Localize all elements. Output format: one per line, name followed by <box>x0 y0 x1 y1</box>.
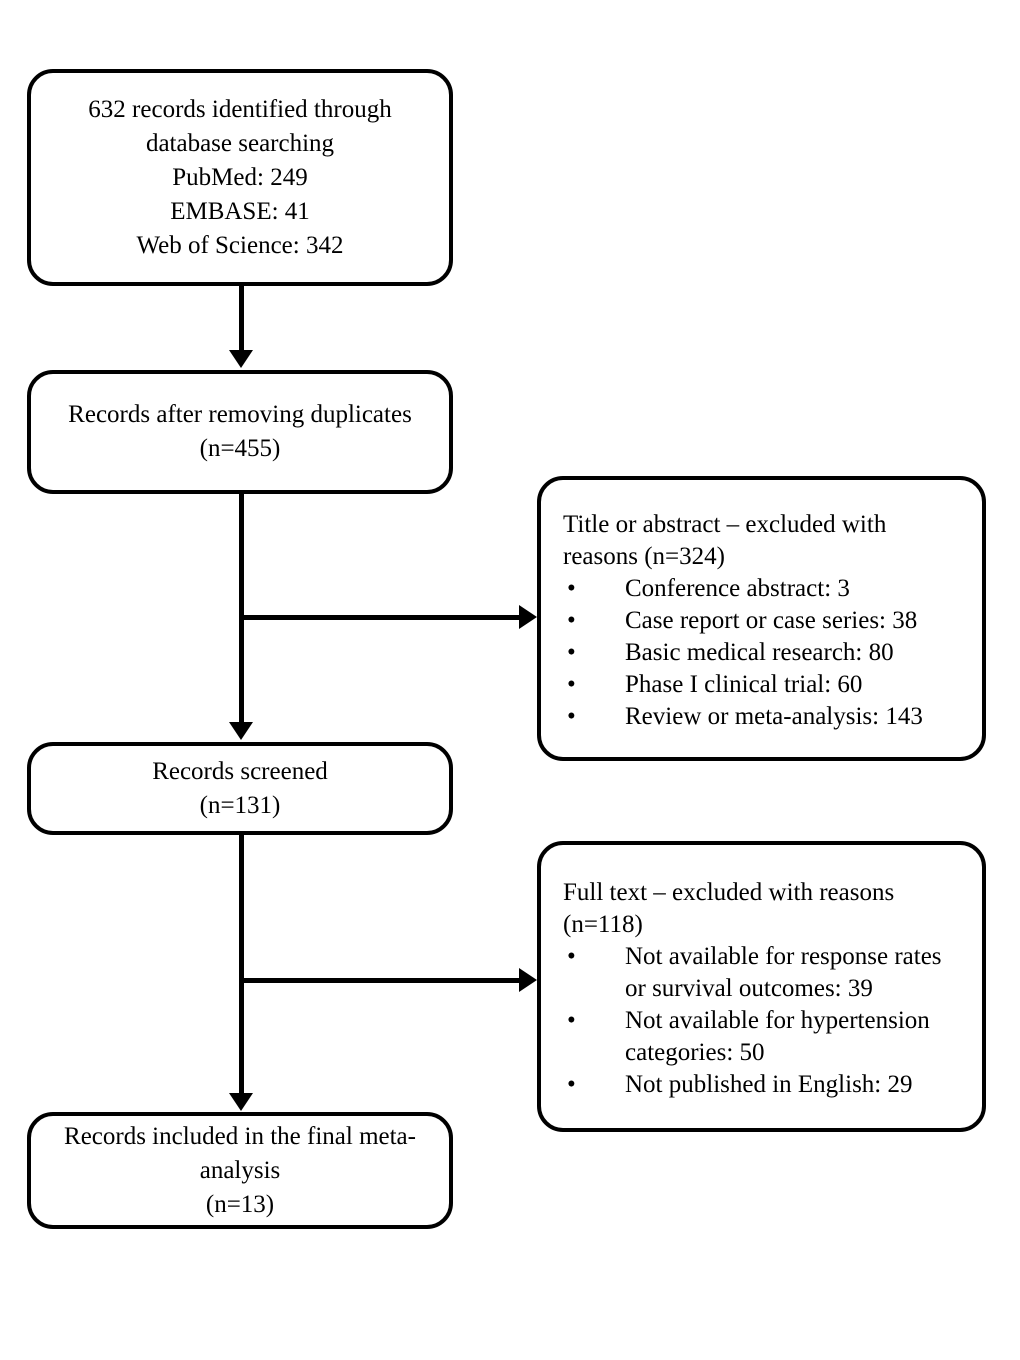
bullet-icon: • <box>567 574 576 602</box>
node-records-included: Records included in the final meta- anal… <box>27 1112 453 1229</box>
bullet-icon: • <box>567 638 576 666</box>
list-item-label: Case report or case series: 38 <box>625 606 918 634</box>
arrowhead-branch-to-fulltext-exclusion <box>519 968 537 992</box>
list-item-label: Phase I clinical trial: 60 <box>625 670 863 698</box>
list-item: • Review or meta-analysis: 143 <box>563 701 966 733</box>
arrowhead-identified-to-duplicates <box>229 350 253 368</box>
arrowhead-screened-to-included <box>229 1093 253 1111</box>
node-records-identified: 632 records identified through database … <box>27 69 453 286</box>
node-excluded-title-abstract: Title or abstract – excluded with reason… <box>537 476 986 761</box>
list-item-label: Conference abstract: 3 <box>625 574 850 602</box>
arrowhead-branch-to-title-exclusion <box>519 605 537 629</box>
connector-duplicates-to-screened <box>239 494 244 722</box>
connector-branch-to-title-exclusion <box>241 615 524 620</box>
node-records-screened-line-1: Records screened <box>152 757 328 785</box>
excluded-title-abstract-reason-list: • Conference abstract: 3 • Case report or … <box>563 573 966 733</box>
bullet-icon: • <box>567 670 576 698</box>
excluded-full-text-reason-list: • Not available for response rates or sur… <box>563 941 966 1101</box>
node-records-screened-line-2: (n=131) <box>199 791 281 819</box>
node-records-after-duplicates-line-1: Records after removing duplicates <box>68 401 412 428</box>
bullet-icon: • <box>567 1006 576 1034</box>
list-item: • Conference abstract: 3 <box>563 573 966 605</box>
node-records-identified-line-1: 632 records identified through <box>88 95 392 123</box>
node-records-after-duplicates-line-2: (n=455) <box>199 435 281 462</box>
node-records-included-line-2: analysis <box>199 1156 281 1184</box>
node-excluded-full-text: Full text – excluded with reasons (n=118… <box>537 841 986 1132</box>
excluded-full-text-heading: Full text – excluded with reasons (n=118… <box>563 878 895 938</box>
node-records-identified-line-5: Web of Science: 342 <box>136 231 344 259</box>
list-item-label: Not available for hypertension categorie… <box>625 1006 930 1066</box>
arrowhead-duplicates-to-screened <box>229 722 253 740</box>
connector-identified-to-duplicates <box>239 286 244 350</box>
connector-screened-to-included <box>239 835 244 1093</box>
list-item: • Case report or case series: 38 <box>563 605 966 637</box>
bullet-icon: • <box>567 606 576 634</box>
list-item-label: Review or meta-analysis: 143 <box>625 702 923 730</box>
list-item: • Not available for response rates or sur… <box>563 941 966 1005</box>
list-item-label: Not available for response rates or surv… <box>625 942 942 1002</box>
list-item: • Phase I clinical trial: 60 <box>563 669 966 701</box>
node-records-after-duplicates: Records after removing duplicates (n=455… <box>27 370 453 494</box>
bullet-icon: • <box>567 942 576 970</box>
bullet-icon: • <box>567 702 576 730</box>
node-records-included-line-3: (n=13) <box>205 1190 275 1218</box>
bullet-icon: • <box>567 1070 576 1098</box>
list-item: • Not available for hypertension categori… <box>563 1005 966 1069</box>
connector-branch-to-fulltext-exclusion <box>241 978 524 983</box>
node-records-identified-line-2: database searching <box>145 129 335 157</box>
node-records-included-line-1: Records included in the final meta- <box>64 1122 416 1150</box>
list-item: • Basic medical research: 80 <box>563 637 966 669</box>
list-item: • Not published in English: 29 <box>563 1069 966 1101</box>
list-item-label: Basic medical research: 80 <box>625 638 894 666</box>
list-item-label: Not published in English: 29 <box>625 1070 913 1098</box>
node-records-screened: Records screened (n=131) <box>27 742 453 835</box>
excluded-title-abstract-heading: Title or abstract – excluded with reason… <box>563 510 887 570</box>
node-records-identified-line-3: PubMed: 249 <box>172 163 308 191</box>
node-records-identified-line-4: EMBASE: 41 <box>170 197 310 225</box>
